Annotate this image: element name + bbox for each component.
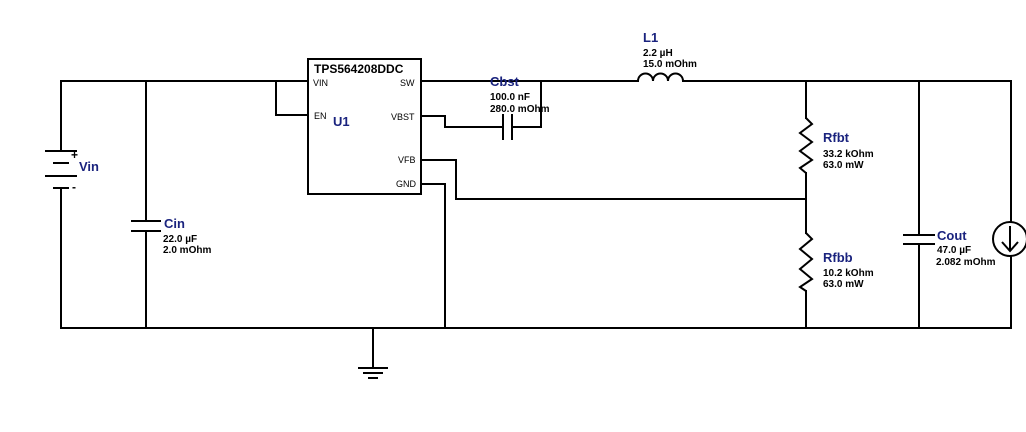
resistor-icon (798, 232, 814, 292)
cbst-esr: 280.0 mOhm (490, 104, 550, 115)
u1-pin-en: EN (314, 111, 327, 121)
rfbt-power: 63.0 mW (823, 160, 864, 171)
capacitor-icon (903, 234, 935, 245)
cout-ref: Cout (937, 228, 967, 243)
rfbb-power: 63.0 mW (823, 279, 864, 290)
battery-icon (45, 150, 77, 189)
cin-ref: Cin (164, 216, 185, 231)
rfbb-ref: Rfbb (823, 250, 853, 265)
u1-body (307, 58, 422, 195)
u1-pin-vin: VIN (313, 78, 328, 88)
u1-pin-sw: SW (400, 78, 415, 88)
cin-value: 22.0 µF (163, 234, 197, 245)
current-sink-icon (992, 221, 1026, 257)
u1-pin-vfb: VFB (398, 155, 416, 165)
cout-esr: 2.082 mOhm (936, 257, 996, 268)
cbst-capacitor[interactable]: Cbst 100.0 nF 280.0 mOhm (490, 74, 550, 140)
u1-part-number: TPS564208DDC (314, 62, 404, 76)
l1-dcr: 15.0 mOhm (643, 59, 697, 70)
cin-capacitor[interactable]: Cin 22.0 µF 2.0 mOhm (131, 216, 211, 256)
rfbb-value: 10.2 kOhm (823, 268, 874, 279)
l1-value: 2.2 µH (643, 48, 673, 59)
l1-ref: L1 (643, 30, 658, 45)
u1-pin-gnd: GND (396, 179, 417, 189)
wires (60, 80, 1012, 369)
cout-value: 47.0 µF (937, 245, 971, 256)
u1-pin-vbst: VBST (391, 112, 415, 122)
vin-source[interactable]: + - Vin (45, 148, 99, 194)
cin-esr: 2.0 mOhm (163, 245, 211, 256)
vin-plus-sign: + (71, 148, 78, 162)
capacitor-icon (131, 220, 161, 232)
vin-ref: Vin (79, 159, 99, 174)
u1-ref: U1 (333, 114, 350, 129)
cout-capacitor[interactable]: Cout 47.0 µF 2.082 mOhm (903, 228, 996, 268)
load-current-sink[interactable] (992, 221, 1026, 257)
rfbt-value: 33.2 kOhm (823, 149, 874, 160)
cbst-ref: Cbst (490, 74, 520, 89)
rfbt-ref: Rfbt (823, 130, 850, 145)
l1-inductor[interactable]: L1 2.2 µH 15.0 mOhm (637, 30, 697, 82)
resistor-icon (798, 117, 814, 174)
rfbb-resistor[interactable]: Rfbb 10.2 kOhm 63.0 mW (798, 232, 874, 292)
vin-minus-sign: - (72, 180, 76, 194)
ground-icon (358, 367, 388, 379)
inductor-icon (637, 72, 684, 82)
rfbt-resistor[interactable]: Rfbt 33.2 kOhm 63.0 mW (798, 117, 874, 174)
cbst-value: 100.0 nF (490, 92, 530, 103)
u1-chip[interactable]: TPS564208DDC VIN EN U1 SW VBST VFB GND (307, 58, 422, 195)
capacitor-icon (502, 114, 513, 140)
